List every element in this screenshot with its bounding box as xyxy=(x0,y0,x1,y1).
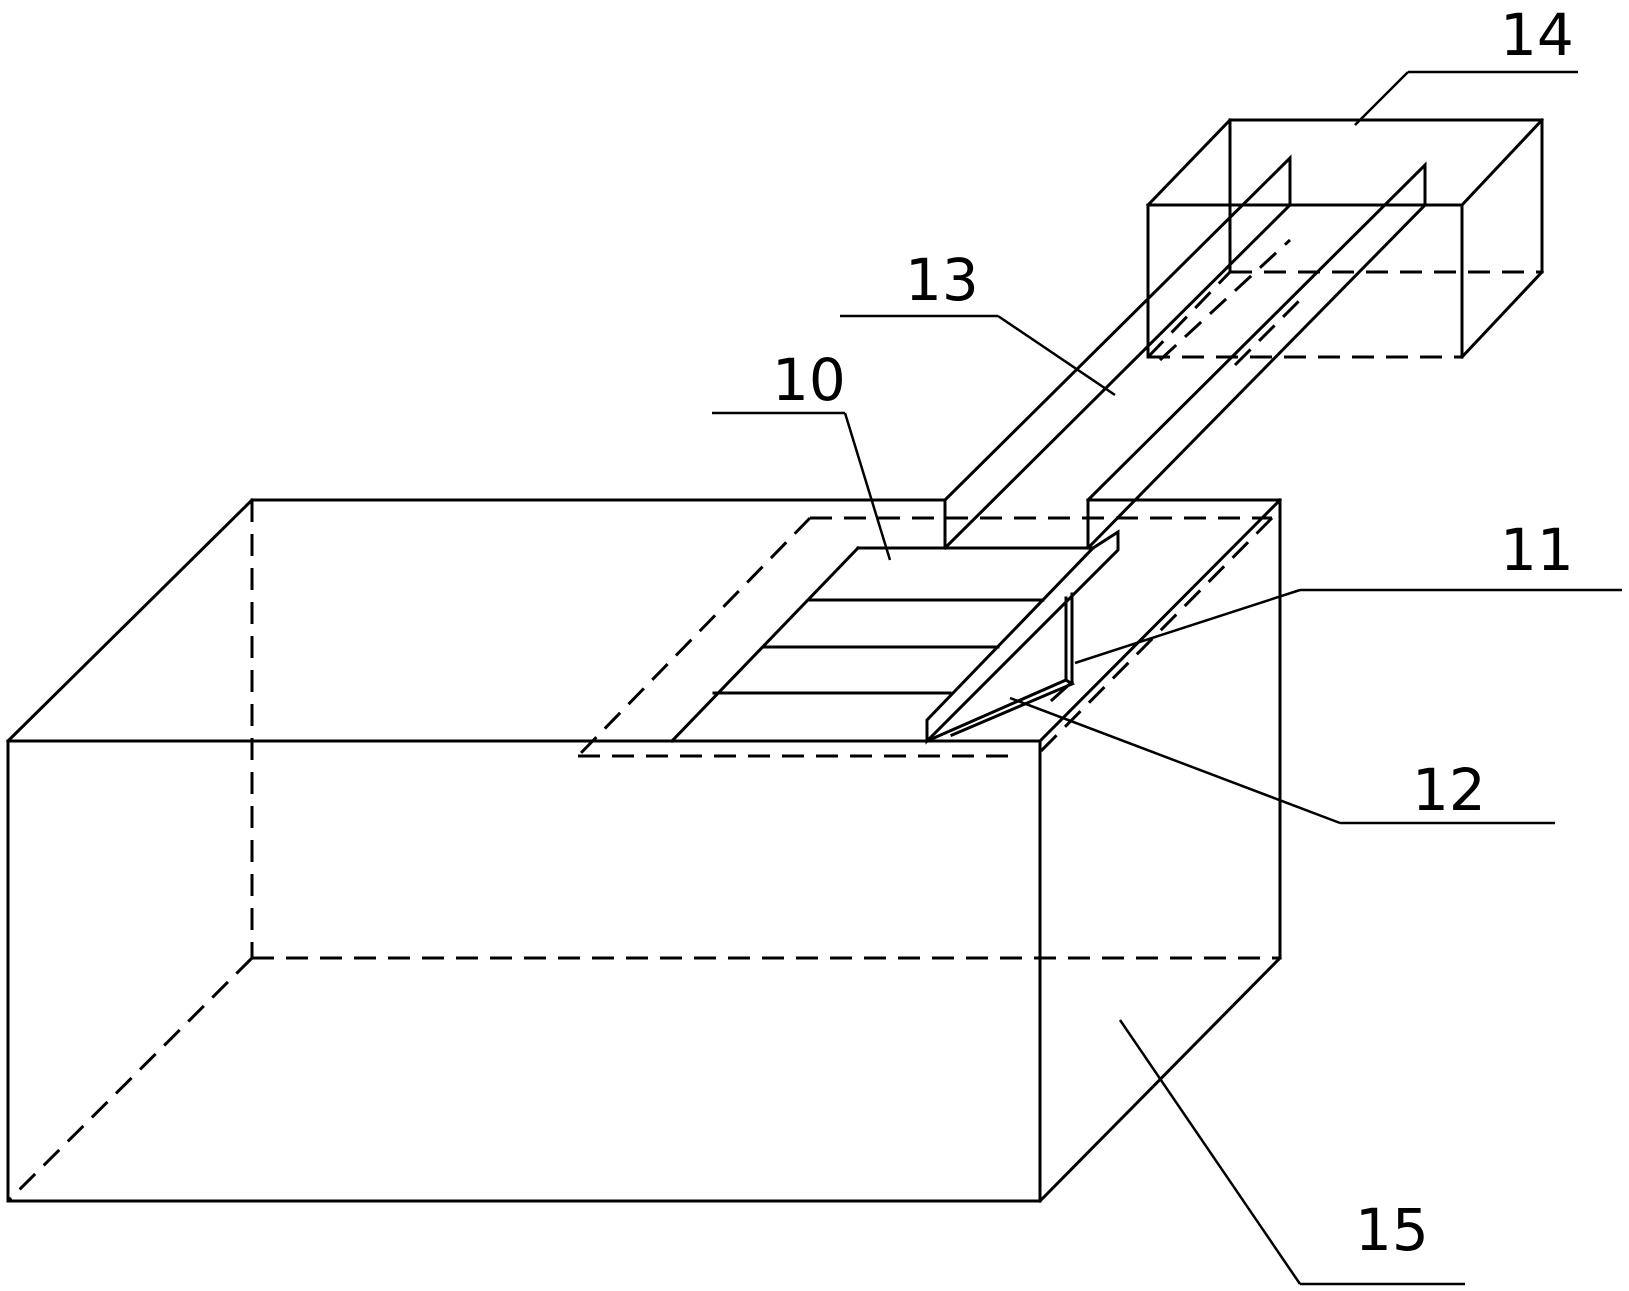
slide-plate-10 xyxy=(669,529,1120,745)
leader-lines xyxy=(712,70,1622,1286)
label-13: 13 xyxy=(905,246,979,314)
label-10: 10 xyxy=(772,346,846,414)
tank-box-15 xyxy=(5,497,1283,1204)
label-14: 14 xyxy=(1500,1,1574,69)
chute-13 xyxy=(942,154,1428,551)
small-box-14 xyxy=(1145,117,1545,360)
inner-tray xyxy=(576,516,1274,758)
label-12: 12 xyxy=(1412,756,1486,824)
label-15: 15 xyxy=(1355,1196,1429,1264)
label-11: 11 xyxy=(1500,516,1574,584)
